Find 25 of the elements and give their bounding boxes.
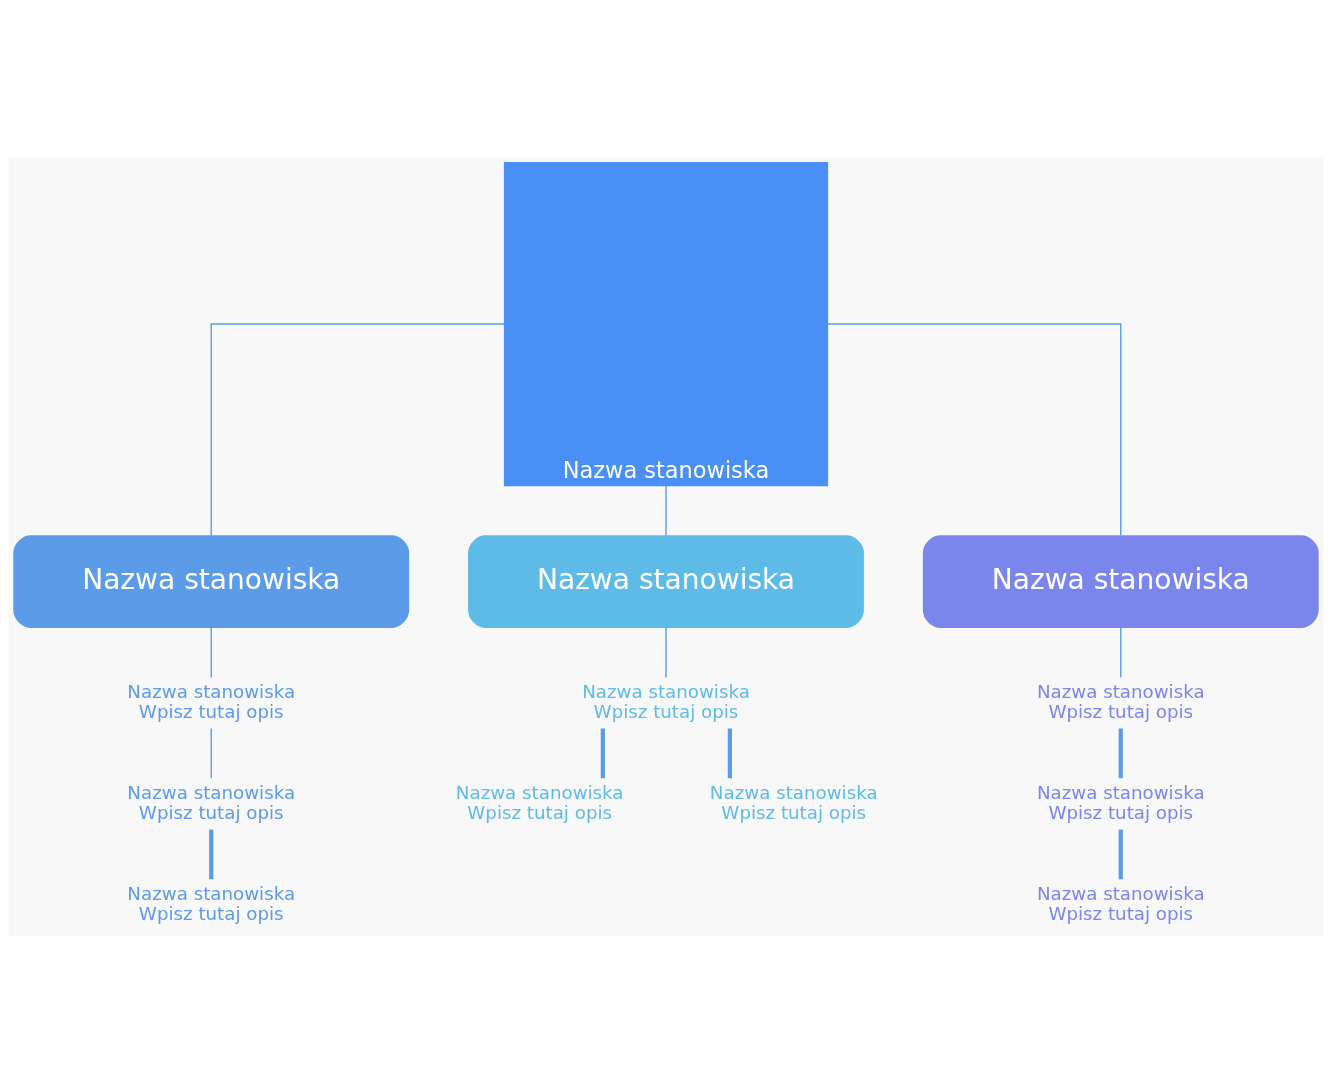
connector bbox=[210, 626, 212, 678]
node-text: Nazwa stanowiska Wpisz tutaj opis bbox=[582, 680, 750, 722]
node-text: Nazwa stanowiska Wpisz tutaj opis bbox=[709, 781, 878, 823]
node-text: Nazwa stanowiska Wpisz tutaj opis bbox=[1036, 882, 1205, 924]
node-box: Nazwa stanowiska bbox=[503, 161, 829, 486]
connector bbox=[826, 322, 1122, 536]
connector bbox=[1118, 728, 1123, 778]
connector bbox=[210, 322, 506, 536]
connector bbox=[727, 728, 732, 778]
node-box: Nazwa stanowiska bbox=[13, 534, 410, 628]
node-text: Nazwa stanowiska Wpisz tutaj opis bbox=[1036, 680, 1205, 722]
node-box: Nazwa stanowiska bbox=[922, 534, 1319, 628]
connector bbox=[210, 727, 212, 779]
node-text: Nazwa stanowiska Wpisz tutaj opis bbox=[127, 680, 296, 722]
connector bbox=[1118, 829, 1123, 879]
connector bbox=[665, 626, 667, 678]
connector bbox=[665, 484, 667, 537]
node-text: Nazwa stanowiska Wpisz tutaj opis bbox=[455, 781, 624, 823]
node-text: Nazwa stanowiska Wpisz tutaj opis bbox=[1036, 781, 1205, 823]
node-box: Nazwa stanowiska bbox=[468, 534, 864, 628]
connector bbox=[1120, 626, 1122, 678]
connector bbox=[209, 829, 214, 879]
node-text: Nazwa stanowiska Wpisz tutaj opis bbox=[127, 882, 296, 924]
node-text: Nazwa stanowiska Wpisz tutaj opis bbox=[127, 781, 296, 823]
connector bbox=[600, 728, 605, 778]
